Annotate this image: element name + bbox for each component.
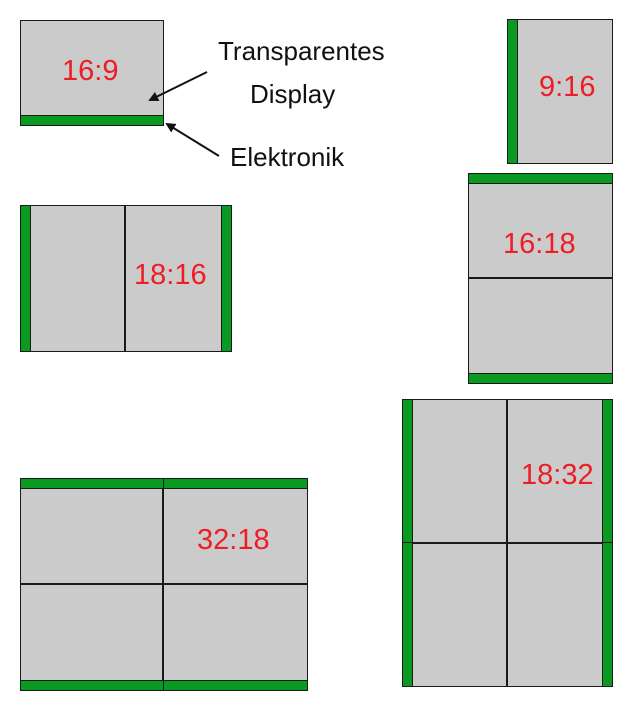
electronics-arrow-icon [165, 122, 220, 157]
electronics-strip-bottom-right [163, 680, 308, 691]
electronics-strip-left [507, 19, 518, 164]
electronics-strip-top-right [163, 478, 308, 489]
panel-divider-horizontal [468, 277, 613, 279]
electronics-strip-bottom [20, 115, 164, 126]
panel-divider-vertical [124, 205, 126, 352]
ratio-label: 32:18 [197, 524, 270, 556]
display-panel [20, 205, 232, 352]
electronics-strip-right [221, 205, 232, 352]
electronics-strip-right-bottom [602, 542, 613, 687]
ratio-label: 18:16 [134, 259, 207, 291]
panel-divider-horizontal [402, 542, 613, 544]
display-panel [20, 20, 164, 126]
ratio-label: 16:9 [62, 55, 119, 87]
ratio-label: 18:32 [521, 459, 594, 491]
display-panel [507, 19, 613, 164]
electronics-strip-left [20, 205, 31, 352]
electronics-strip-bottom [468, 373, 613, 384]
display-annotation-line2: Display [250, 79, 336, 109]
electronics-strip-left-bottom [402, 542, 413, 687]
electronics-strip-top [468, 173, 613, 184]
panel-divider-horizontal [20, 583, 308, 585]
display-annotation-line1: Transparentes [218, 36, 385, 66]
electronics-annotation: Elektronik [230, 142, 345, 172]
display-arrow-icon [148, 71, 208, 101]
ratio-label: 16:18 [503, 228, 576, 260]
ratio-label: 9:16 [539, 71, 596, 103]
